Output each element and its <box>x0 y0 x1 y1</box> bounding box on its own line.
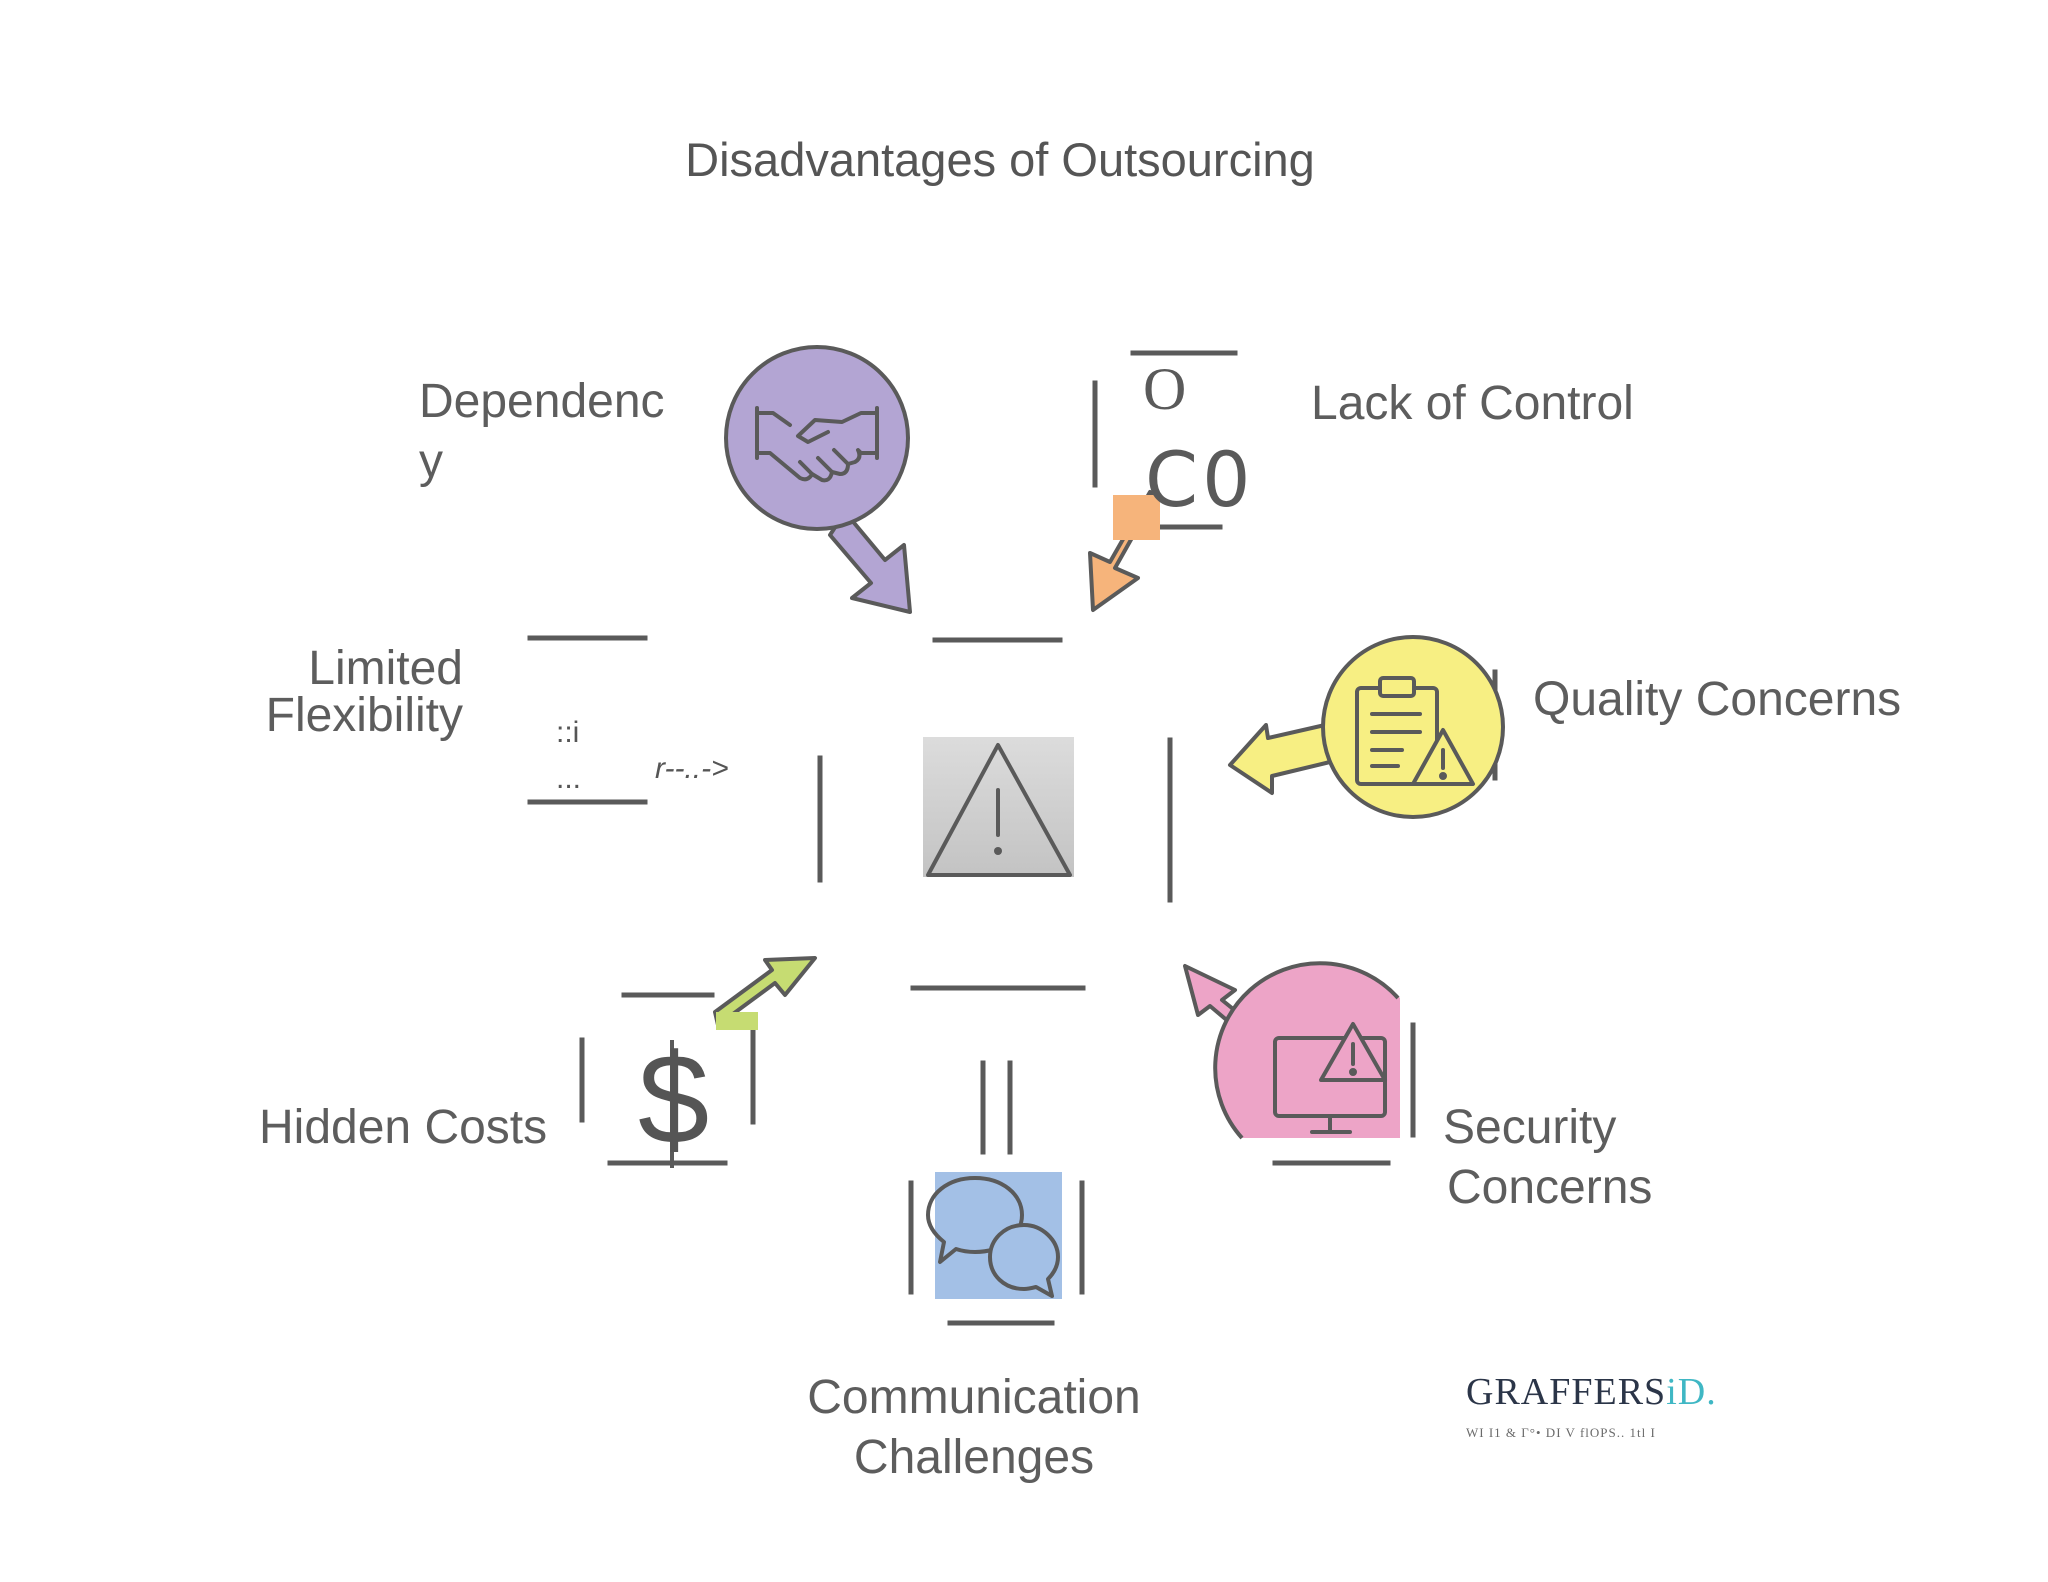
lack-of-control-node <box>1088 490 1160 612</box>
label-quality-concerns: Quality Concerns <box>1533 673 1902 726</box>
quality-concerns-node <box>1228 635 1505 819</box>
control-glyph-bottom: C0 <box>1145 435 1255 524</box>
handshake-icon <box>755 406 879 483</box>
dependency-arrow <box>828 510 912 614</box>
clipboard-warning-icon <box>1355 676 1475 786</box>
warning-icon <box>923 737 1074 877</box>
quality-arrow <box>1228 723 1332 795</box>
label-lack-of-control: Lack of Control <box>1311 377 1634 430</box>
dollar-icon: $ <box>638 1028 710 1171</box>
label-dependency: Dependenc y <box>419 375 665 488</box>
label-communication-challenges: Communication Challenges <box>807 1371 1141 1484</box>
page-title: Disadvantages of Outsourcing <box>685 133 1315 186</box>
chat-bubbles-icon <box>926 1176 1060 1298</box>
costs-arrow <box>713 956 817 1027</box>
monitor-warning-icon <box>1273 1022 1387 1134</box>
brand-logo: GRAFFERSiD. <box>1466 1371 1717 1413</box>
flexibility-glyph-a: ::i <box>556 716 580 749</box>
brand-tagline: WI I1 & Γ°• DI V flOPS.. 1tl I <box>1466 1425 1656 1440</box>
label-hidden-costs: Hidden Costs <box>259 1101 548 1154</box>
communication-challenges-node <box>926 1172 1062 1299</box>
flexibility-arrow-text: r--..-> <box>655 752 729 785</box>
dependency-node <box>724 345 912 614</box>
security-concerns-node <box>1183 961 1400 1140</box>
hidden-costs-node <box>670 956 817 1168</box>
control-glyph-top: O <box>1143 356 1187 422</box>
flexibility-glyph-b: ... <box>556 762 582 795</box>
label-limited-flexibility: Limited Flexibility <box>265 642 463 742</box>
label-security-concerns: Security Concerns <box>1443 1101 1653 1214</box>
